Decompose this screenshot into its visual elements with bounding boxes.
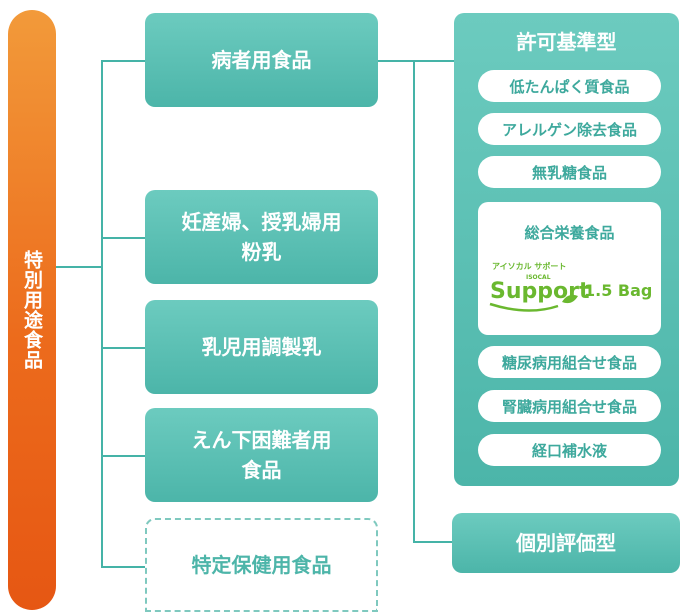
individual-evaluation-box: 個別評価型 bbox=[452, 513, 680, 573]
logo-top-text: アイソカル サポート bbox=[492, 261, 566, 271]
category-label-infant-formula: 乳児用調製乳 bbox=[201, 335, 322, 359]
connector-right-stem bbox=[378, 60, 414, 62]
category-box-patient-food: 病者用食品 bbox=[145, 13, 378, 107]
category-box-maternal-formula: 妊産婦、授乳婦用 粉乳 bbox=[145, 190, 378, 284]
connector-root-trunk bbox=[56, 266, 102, 268]
connector-branch-4 bbox=[101, 455, 145, 457]
approval-item-kidney-combo: 腎臓病用組合せ食品 bbox=[478, 390, 661, 422]
approval-item-label: 腎臓病用組合せ食品 bbox=[501, 397, 637, 416]
logo-version-text: 1.5 Bag bbox=[584, 281, 652, 300]
logo-sub-text: ISOCAL bbox=[526, 274, 551, 281]
approval-item-oral-rehydration: 経口補水液 bbox=[478, 434, 661, 466]
approval-item-label: 経口補水液 bbox=[531, 441, 607, 460]
connector-trunk-vertical bbox=[101, 60, 103, 567]
connector-to-individual bbox=[413, 541, 453, 543]
connector-right-vertical bbox=[413, 60, 415, 543]
logo-swoosh bbox=[489, 302, 559, 312]
approval-item-allergen-free: アレルゲン除去食品 bbox=[478, 113, 661, 145]
approval-item-lactose-free: 無乳糖食品 bbox=[478, 156, 661, 188]
connector-branch-2 bbox=[101, 237, 145, 239]
root-category-label: 特別用途食品 bbox=[21, 250, 43, 370]
approval-panel-title: 許可基準型 bbox=[516, 30, 617, 54]
category-label-patient-food: 病者用食品 bbox=[211, 48, 312, 72]
isocal-support-logo: アイソカル サポート ISOCAL Support 1.5 Bag bbox=[489, 261, 652, 312]
approval-item-label: 低たんぱく質食品 bbox=[509, 77, 630, 96]
category-label-fosfhu: 特定保健用食品 bbox=[191, 553, 332, 577]
category-box-dysphagia-food: えん下困難者用 食品 bbox=[145, 408, 378, 502]
approval-item-complete-nutrition-label: 総合栄養食品 bbox=[524, 224, 615, 242]
connector-to-approval bbox=[413, 60, 455, 62]
connector-branch-1 bbox=[101, 60, 145, 62]
category-box-infant-formula: 乳児用調製乳 bbox=[145, 300, 378, 394]
approval-item-label: アレルゲン除去食品 bbox=[501, 120, 637, 139]
individual-evaluation-label: 個別評価型 bbox=[516, 531, 616, 555]
approval-item-label: 糖尿病用組合せ食品 bbox=[501, 353, 637, 372]
category-label-maternal-formula: 妊産婦、授乳婦用 粉乳 bbox=[181, 210, 342, 264]
connector-branch-5 bbox=[101, 566, 145, 568]
connector-branch-3 bbox=[101, 347, 145, 349]
logo-leaf-icon bbox=[562, 294, 578, 304]
logo-main-text: Support bbox=[490, 279, 590, 304]
approval-item-diabetes-combo: 糖尿病用組合せ食品 bbox=[478, 346, 661, 378]
root-category-bar: 特別用途食品 bbox=[8, 10, 56, 610]
approval-item-label: 無乳糖食品 bbox=[531, 163, 607, 182]
category-box-fosfhu: 特定保健用食品 bbox=[145, 518, 378, 612]
approval-item-low-protein: 低たんぱく質食品 bbox=[478, 70, 661, 102]
category-label-dysphagia-food: えん下困難者用 食品 bbox=[191, 428, 332, 482]
approval-item-complete-nutrition-card bbox=[478, 202, 661, 335]
